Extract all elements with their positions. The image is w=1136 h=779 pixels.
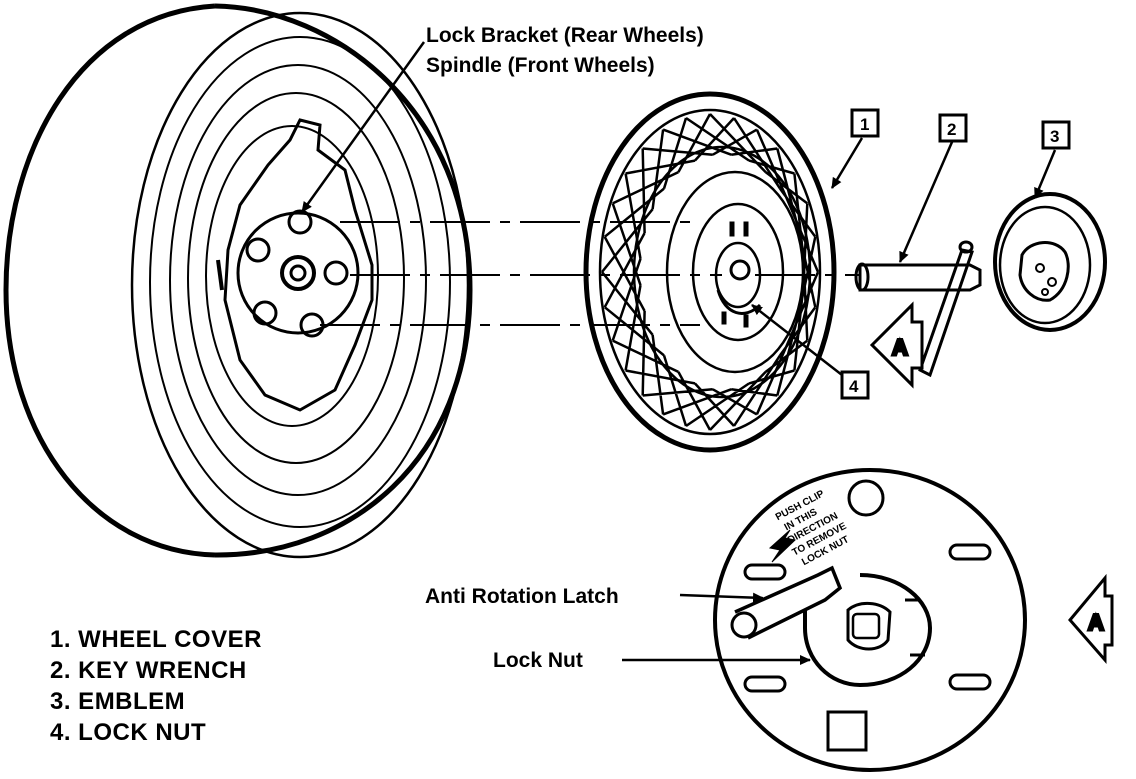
callout-3: 3 xyxy=(1033,120,1071,199)
lock-bracket-label: Lock Bracket (Rear Wheels) xyxy=(426,24,704,47)
anti-rotation-latch-leader xyxy=(679,592,764,603)
anti-rotation-latch-label: Anti Rotation Latch xyxy=(425,585,619,608)
parts-legend: 1. WHEEL COVER 2. KEY WRENCH 3. EMBLEM 4… xyxy=(50,626,262,746)
legend-item-2: 2. KEY WRENCH xyxy=(50,657,247,684)
view-marker-upper: A xyxy=(892,335,908,360)
lock-bracket-leader xyxy=(300,41,426,213)
lock-nut-label: Lock Nut xyxy=(493,649,583,672)
svg-text:4: 4 xyxy=(849,377,859,396)
spindle-label: Spindle (Front Wheels) xyxy=(426,54,655,77)
svg-text:1: 1 xyxy=(860,115,869,134)
svg-text:3: 3 xyxy=(1050,127,1059,146)
legend-item-3: 3. EMBLEM xyxy=(50,688,185,715)
clip-note: PUSH CLIP IN THIS DIRECTION TO REMOVE LO… xyxy=(774,488,851,568)
wire-spokes xyxy=(601,113,820,431)
view-arrow-lower: A xyxy=(1068,573,1114,664)
svg-text:2: 2 xyxy=(947,120,956,139)
view-arrow-upper: A xyxy=(869,301,924,389)
view-marker-lower: A xyxy=(1088,610,1104,635)
callout-4: 4 xyxy=(751,304,870,400)
tire-illustration xyxy=(3,3,473,559)
wheel-cover-illustration xyxy=(583,91,837,453)
callout-2: 2 xyxy=(898,113,968,263)
emblem-illustration xyxy=(993,192,1107,332)
key-wrench-illustration xyxy=(854,240,982,378)
legend-item-1: 1. WHEEL COVER xyxy=(50,626,262,653)
detail-view-a xyxy=(713,468,1027,772)
legend-item-4: 4. LOCK NUT xyxy=(50,719,206,746)
callout-1: 1 xyxy=(830,108,880,189)
